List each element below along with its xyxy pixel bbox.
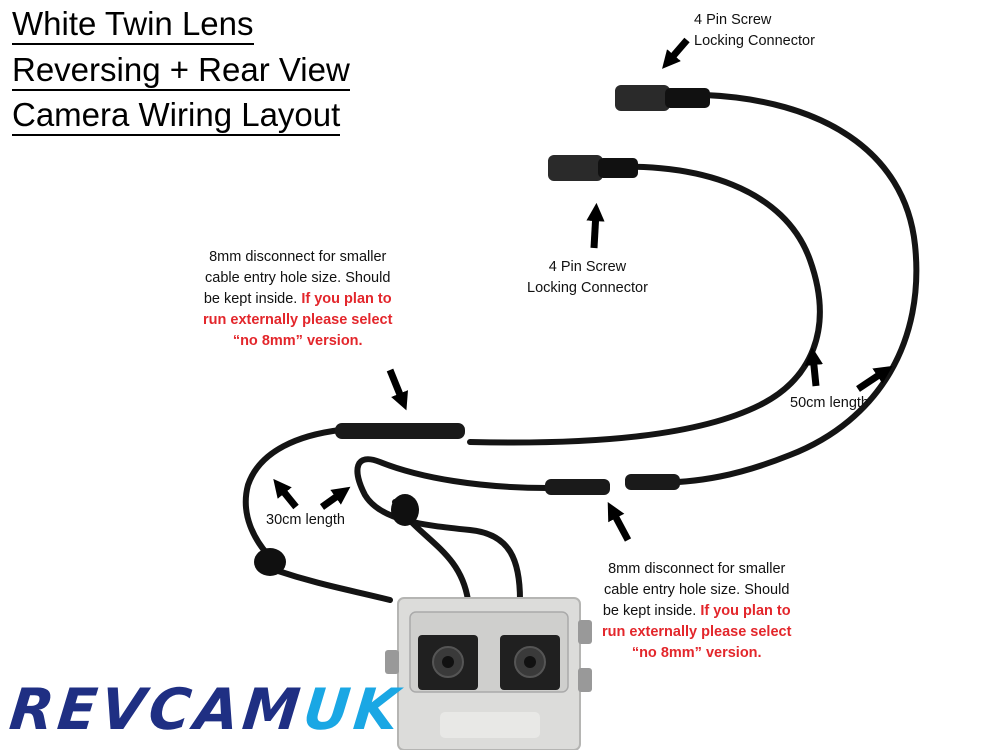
label-length-30: 30cm length bbox=[266, 512, 345, 528]
arrow-icon bbox=[607, 501, 632, 542]
logo-part-2: UK bbox=[300, 677, 406, 743]
arrow-icon bbox=[804, 346, 823, 387]
label-warning: If you plan to bbox=[700, 603, 791, 619]
title-line-2: Reversing + Rear View bbox=[12, 52, 350, 91]
disconnects bbox=[335, 423, 680, 495]
disconnect-right-body bbox=[545, 479, 610, 495]
disconnect-right-plug bbox=[625, 474, 680, 490]
label-line: cable entry hole size. Should bbox=[205, 270, 391, 286]
label-text: be kept inside. bbox=[203, 291, 302, 307]
label-line: 4 Pin Screw bbox=[548, 259, 627, 275]
title-line-1: White Twin Lens bbox=[12, 6, 254, 45]
connector-icon bbox=[548, 85, 710, 181]
label-connector-top: 4 Pin Screw Locking Connector bbox=[694, 10, 815, 52]
label-length-50: 50cm length bbox=[790, 395, 869, 411]
camera-icon bbox=[385, 597, 592, 750]
label-text: be kept inside. bbox=[602, 603, 701, 619]
label-line: 4 Pin Screw bbox=[694, 12, 772, 28]
arrow-icon bbox=[662, 37, 690, 69]
label-warning: “no 8mm” version. bbox=[631, 645, 762, 661]
arrow-icon bbox=[586, 202, 605, 249]
title-line-3: Camera Wiring Layout bbox=[12, 97, 341, 136]
arrows bbox=[273, 37, 893, 542]
cable-upper bbox=[467, 163, 823, 446]
label-warning: run externally please select bbox=[203, 312, 393, 328]
grommets bbox=[254, 494, 419, 576]
brand-logo: REVCAMUK bbox=[6, 677, 406, 743]
arrow-icon bbox=[319, 486, 351, 510]
grommet-mid bbox=[391, 494, 419, 526]
label-connector-mid: 4 Pin Screw Locking Connector bbox=[527, 257, 648, 299]
label-disconnect-left: 8mm disconnect for smaller cable entry h… bbox=[203, 247, 392, 352]
label-line: be kept inside. If you plan to bbox=[203, 289, 392, 310]
label-disconnect-right: 8mm disconnect for smaller cable entry h… bbox=[602, 559, 791, 664]
cable-inner-loop bbox=[354, 456, 551, 603]
label-line: be kept inside. If you plan to bbox=[602, 601, 791, 622]
cable-left-drop bbox=[272, 567, 393, 603]
label-warning: If you plan to bbox=[301, 291, 392, 307]
label-warning: run externally please select bbox=[602, 624, 792, 640]
grommet-left bbox=[254, 548, 286, 576]
arrow-icon bbox=[273, 478, 299, 510]
label-line: Locking Connector bbox=[527, 280, 648, 296]
cable-long-outer bbox=[647, 92, 920, 486]
label-line: cable entry hole size. Should bbox=[604, 582, 790, 598]
label-line: Locking Connector bbox=[694, 33, 815, 49]
label-line: 8mm disconnect for smaller bbox=[608, 561, 786, 577]
label-line: 8mm disconnect for smaller bbox=[209, 249, 387, 265]
logo-part-1: REVCAM bbox=[6, 677, 308, 743]
label-warning: “no 8mm” version. bbox=[232, 333, 363, 349]
disconnect-left-body bbox=[335, 423, 465, 439]
cable-left-branch bbox=[242, 427, 343, 558]
arrow-icon bbox=[386, 368, 409, 411]
arrow-icon bbox=[856, 365, 893, 392]
